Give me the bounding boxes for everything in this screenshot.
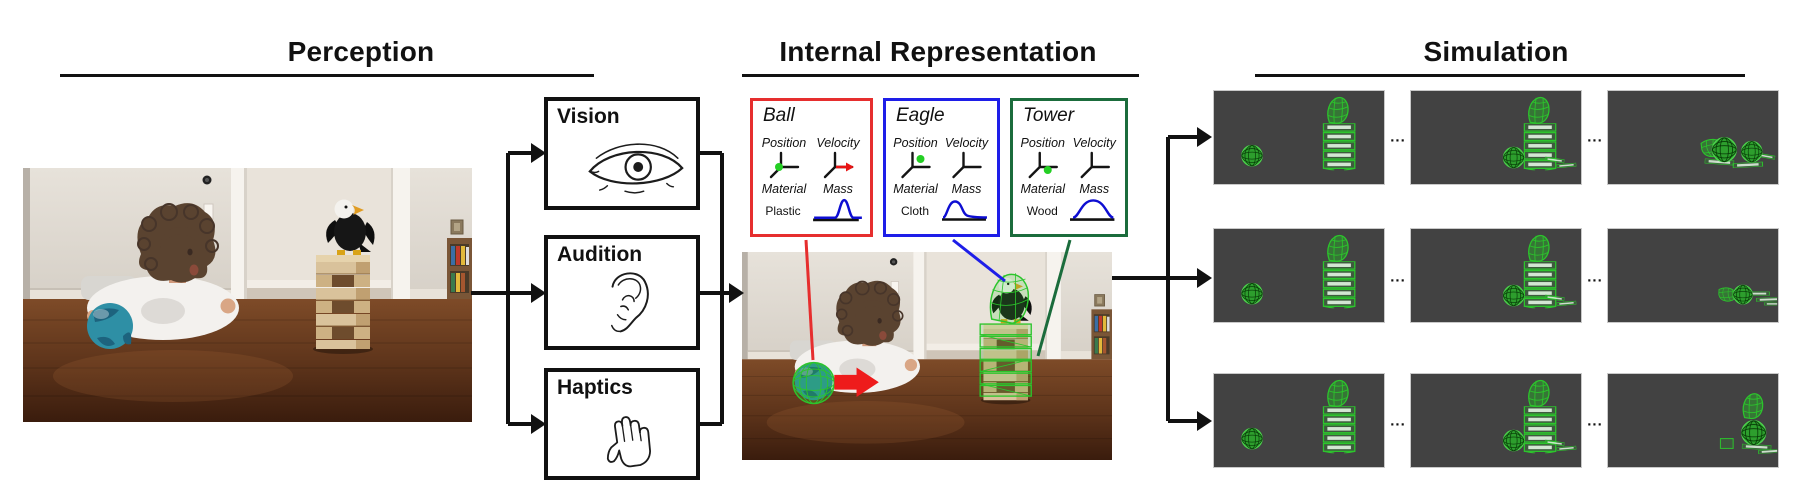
material-label: Material (1020, 182, 1065, 196)
velocity-label: Velocity (1072, 136, 1116, 150)
perception-photo (23, 168, 472, 422)
sensor-box-haptics: Haptics (544, 368, 700, 480)
mass-label: Mass (823, 182, 853, 196)
ear-icon (610, 272, 649, 333)
sensor-label: Vision (557, 105, 620, 128)
simulation-title: Simulation (1423, 36, 1569, 67)
object-card-tower: Tower Position Velocity Material Mass Wo… (1010, 98, 1128, 237)
ellipsis: ... (1390, 128, 1406, 146)
sensor-box-audition: Audition (544, 235, 700, 350)
internal-representation-title: Internal Representation (779, 36, 1097, 67)
sim-frame-r2c2 (1410, 228, 1582, 323)
object-title: Tower (1023, 105, 1075, 126)
hand-icon (607, 416, 652, 468)
position-label: Position (1020, 136, 1065, 150)
sim-frame-r1c2 (1410, 90, 1582, 185)
object-card-ball: Ball Position Velocity Material Mass Pla… (750, 98, 873, 237)
velocity-arrow (834, 367, 879, 397)
material-value: Wood (1026, 204, 1058, 218)
simulation-underline (1255, 74, 1745, 77)
velocity-axes-icon (811, 150, 854, 180)
sim-frame-r3c1 (1213, 373, 1385, 468)
position-axes-icon (890, 150, 941, 180)
internal-representation-underline (742, 74, 1139, 77)
velocity-axes-icon (941, 150, 992, 180)
material-label: Material (893, 182, 938, 196)
mass-distribution-curve (1069, 199, 1114, 221)
velocity-axes-icon (1069, 150, 1121, 180)
position-axes-icon (1017, 150, 1069, 180)
velocity-vector (836, 162, 854, 172)
velocity-label: Velocity (944, 136, 989, 150)
sim-frame-r2c1 (1213, 228, 1385, 323)
position-label: Position (761, 136, 807, 150)
sensor-label: Audition (557, 243, 643, 266)
mass-label: Mass (951, 182, 982, 196)
tower-wireframe (979, 323, 1032, 397)
ellipsis: ... (1587, 412, 1603, 430)
perception-title: Perception (287, 36, 435, 67)
sim-frame-r2c3 (1607, 228, 1779, 323)
object-card-eagle: Eagle Position Velocity Material Mass Cl… (883, 98, 1000, 237)
sensor-label: Haptics (557, 376, 633, 399)
object-title: Ball (763, 105, 795, 126)
material-label: Material (761, 182, 807, 196)
ellipsis: ... (1390, 268, 1406, 286)
position-label: Position (893, 136, 938, 150)
mass-distribution-curve (813, 198, 862, 222)
ball-wireframe (792, 361, 836, 405)
sim-frame-r1c3 (1607, 90, 1779, 185)
sensors-to-representation-arrow (700, 151, 729, 426)
sim-frame-r3c2 (1410, 373, 1582, 468)
sim-frame-r3c3 (1607, 373, 1779, 468)
perception-underline (60, 74, 594, 77)
material-value: Cloth (901, 204, 930, 218)
representation-photo (742, 252, 1112, 460)
object-title: Eagle (896, 105, 945, 126)
ellipsis: ... (1587, 268, 1603, 286)
position-axes-icon (757, 150, 811, 180)
sensor-box-vision: Vision (544, 97, 700, 210)
ellipsis: ... (1587, 128, 1603, 146)
ellipsis: ... (1390, 412, 1406, 430)
velocity-label: Velocity (816, 136, 860, 150)
sim-frame-r1c1 (1213, 90, 1385, 185)
mass-distribution-curve (942, 200, 988, 221)
material-value: Plastic (765, 204, 801, 218)
eye-icon (588, 143, 684, 194)
mass-label: Mass (1079, 182, 1110, 196)
photo-to-sensors-arrows (471, 151, 531, 426)
